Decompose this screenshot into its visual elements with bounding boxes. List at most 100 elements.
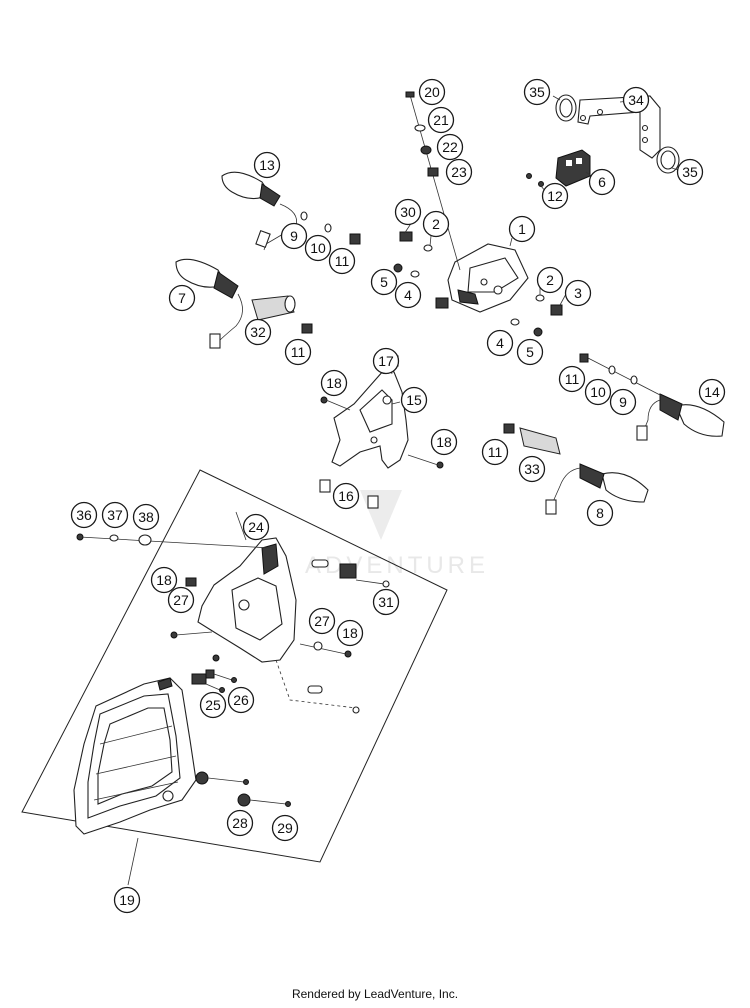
- callout-18: 18: [336, 619, 364, 647]
- callout-21: 21: [427, 106, 455, 134]
- callout-label: 34: [628, 92, 644, 108]
- bulb-socket-28b: [237, 793, 291, 807]
- screw-5a: [393, 263, 403, 273]
- callout-11: 11: [481, 438, 509, 466]
- callout-label: 30: [400, 204, 416, 220]
- callout-label: 10: [310, 240, 326, 256]
- screw-36: [76, 533, 84, 541]
- callout-16: 16: [332, 482, 360, 510]
- callout-32: 32: [244, 318, 272, 346]
- callout-label: 35: [682, 164, 698, 180]
- washer-2a: [423, 244, 433, 252]
- callout-1: 1: [508, 215, 536, 243]
- callout-36: 36: [70, 501, 98, 529]
- nut-11-right-top: [579, 353, 589, 363]
- callout-label: 32: [250, 324, 266, 340]
- callout-10: 10: [304, 234, 332, 262]
- grommet-35-left-inner: [559, 98, 573, 118]
- washer-2b: [535, 294, 545, 302]
- callout-5: 5: [370, 268, 398, 296]
- headlight-assembly-frame: [21, 469, 448, 863]
- sleeve-33: [519, 427, 561, 455]
- callout-37: 37: [101, 501, 129, 529]
- damper-16a: [319, 479, 331, 493]
- callout-23: 23: [445, 158, 473, 186]
- callout-22: 22: [436, 133, 464, 161]
- callout-label: 11: [291, 344, 306, 360]
- turn-signal-14: [636, 393, 725, 441]
- callout-label: 14: [704, 384, 720, 400]
- callout-label: 3: [574, 285, 582, 301]
- callout-26: 26: [227, 686, 255, 714]
- callout-label: 38: [138, 509, 154, 525]
- pin-31-top: [311, 559, 329, 568]
- washer-4a: [410, 270, 420, 278]
- callout-34: 34: [622, 86, 650, 114]
- nut-3: [550, 304, 563, 316]
- callout-label: 22: [442, 139, 458, 155]
- callout-label: 4: [496, 335, 504, 351]
- callout-12: 12: [541, 182, 569, 210]
- callout-35: 35: [676, 158, 704, 186]
- leader-dash-holder: [275, 659, 357, 709]
- callout-label: 2: [432, 216, 440, 232]
- connectors-25-26: [191, 669, 237, 693]
- callout-3: 3: [564, 279, 592, 307]
- callout-18: 18: [430, 428, 458, 456]
- callout-9: 9: [609, 388, 637, 416]
- callout-29: 29: [271, 814, 299, 842]
- callout-label: 18: [326, 375, 342, 391]
- nut-23: [427, 167, 439, 177]
- spacer-38: [138, 534, 152, 546]
- callout-label: 4: [404, 287, 412, 303]
- callout-38: 38: [132, 503, 160, 531]
- callout-label: 27: [314, 613, 330, 629]
- callout-label: 12: [547, 188, 563, 204]
- callout-label: 16: [338, 488, 354, 504]
- callout-19: 19: [113, 886, 141, 914]
- callout-label: 23: [451, 164, 467, 180]
- callout-label: 7: [178, 290, 186, 306]
- callout-20: 20: [418, 78, 446, 106]
- callout-7: 7: [168, 284, 196, 312]
- callout-11: 11: [558, 365, 586, 393]
- washer-37: [109, 534, 119, 542]
- callout-label: 37: [107, 507, 123, 523]
- clip-30: [399, 231, 413, 242]
- callout-label: 11: [565, 371, 580, 387]
- damper-16b: [367, 495, 379, 509]
- callout-label: 11: [335, 253, 350, 269]
- callout-33: 33: [518, 455, 546, 483]
- callout-label: 6: [598, 174, 606, 190]
- callout-label: 5: [380, 274, 388, 290]
- callout-label: 35: [529, 84, 545, 100]
- callout-27: 27: [308, 607, 336, 635]
- screw-line-31: [355, 579, 385, 585]
- callout-label: 11: [488, 444, 503, 460]
- callout-9: 9: [280, 222, 308, 250]
- callout-10: 10: [584, 378, 612, 406]
- callout-4: 4: [394, 281, 422, 309]
- screw-line-18-right: [407, 454, 439, 466]
- screw-lower-left: [212, 654, 220, 662]
- screw-lower-right: [352, 706, 360, 714]
- callout-label: 36: [76, 507, 92, 523]
- footer-credit: Rendered by LeadVenture, Inc.: [291, 987, 459, 1001]
- callout-label: 8: [596, 505, 604, 521]
- callout-label: 29: [277, 820, 293, 836]
- callout-label: 2: [546, 272, 554, 288]
- callout-11: 11: [284, 338, 312, 366]
- nut-11-right-low: [503, 423, 515, 434]
- callout-label: 24: [248, 519, 264, 535]
- callout-label: 5: [526, 344, 534, 360]
- leader-19: [127, 837, 139, 886]
- callout-18: 18: [150, 566, 178, 594]
- callout-2: 2: [422, 210, 450, 238]
- headlight-holder: [197, 537, 297, 663]
- callout-14: 14: [698, 378, 726, 406]
- callout-label: 27: [173, 592, 189, 608]
- screw-18-right-lower: [344, 650, 352, 658]
- callout-30: 30: [394, 198, 422, 226]
- watermark-logo: [360, 490, 402, 540]
